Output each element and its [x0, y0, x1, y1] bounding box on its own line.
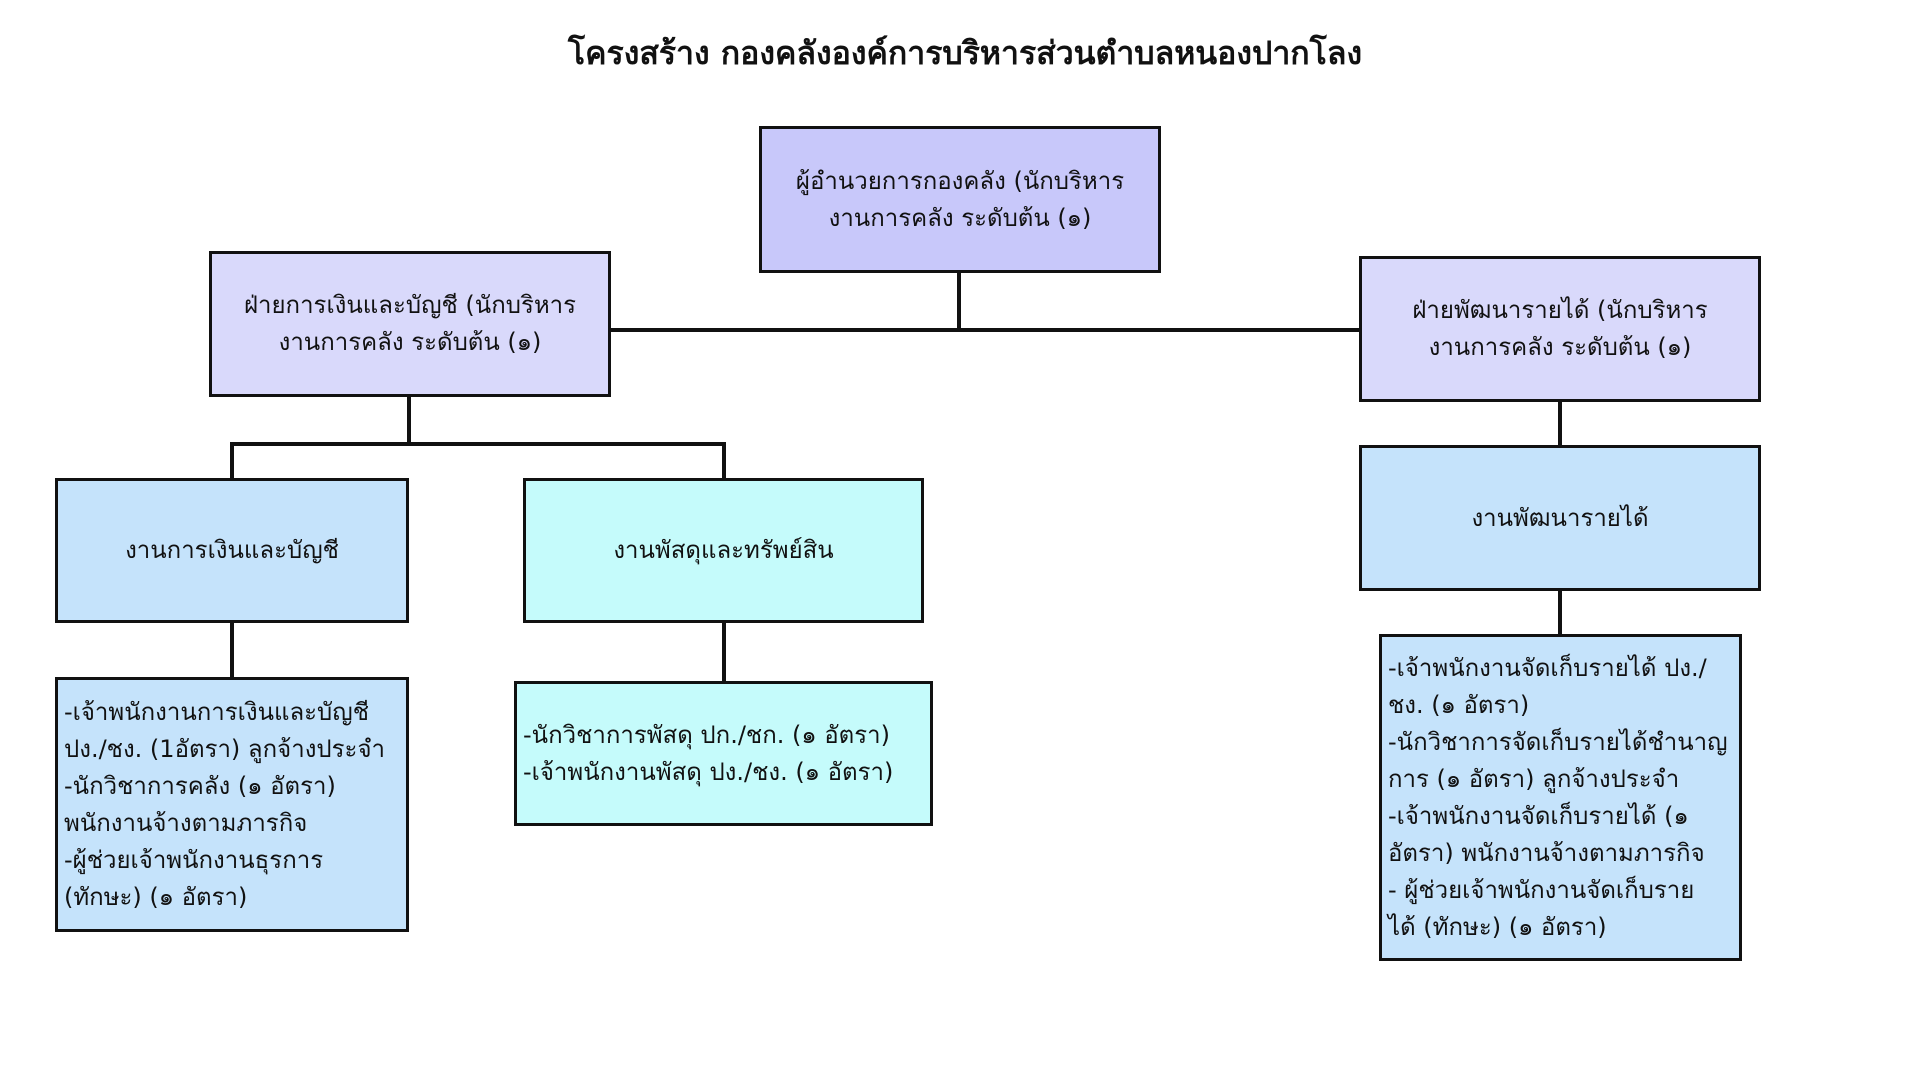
connector-line: [230, 622, 234, 678]
supply-unit-box: งานพัสดุและทรัพย์สิน: [523, 478, 924, 623]
staff-line: -เจ้าพนักงานพัสดุ ปง./ชง. (๑ อัตรา): [523, 757, 894, 786]
staff-line: -เจ้าพนักงานจัดเก็บรายได้ ปง./: [1388, 653, 1707, 682]
staff-line: ชง. (๑ อัตรา): [1388, 690, 1530, 719]
connector-line: [1558, 400, 1562, 446]
staff-line: -นักวิชาการจัดเก็บรายได้ชำนาญ: [1388, 727, 1728, 756]
connector-line: [230, 442, 234, 479]
box-line: งานการคลัง ระดับต้น (๑): [1428, 333, 1692, 361]
staff-line: พนักงานจ้างตามภารกิจ: [64, 808, 308, 837]
staff-line: - ผู้ช่วยเจ้าพนักงานจัดเก็บราย: [1388, 875, 1695, 904]
connector-line: [722, 442, 726, 479]
staff-line: -นักวิชาการคลัง (๑ อัตรา): [64, 771, 336, 800]
revenue-unit-box: งานพัฒนารายได้: [1359, 445, 1761, 591]
staff-line: ปง./ชง. (1อัตรา) ลูกจ้างประจำ: [64, 734, 385, 763]
staff-line: -นักวิชาการพัสดุ ปก./ชก. (๑ อัตรา): [523, 720, 890, 749]
connector-line: [610, 328, 1360, 332]
staff-line: ได้ (ทักษะ) (๑ อัตรา): [1388, 912, 1607, 941]
box-label: งานการเงินและบัญชี: [125, 536, 339, 564]
finance-division-box: ฝ่ายการเงินและบัญชี (นักบริหาร งานการคลั…: [209, 251, 611, 397]
staff-line: -เจ้าพนักงานการเงินและบัญชี: [64, 697, 370, 726]
connector-line: [407, 396, 411, 445]
box-line: งานการคลัง ระดับต้น (๑): [828, 203, 1092, 232]
box-label: งานพัฒนารายได้: [1471, 503, 1649, 532]
box-line: ฝ่ายการเงินและบัญชี (นักบริหาร: [243, 291, 577, 319]
connector-line: [957, 272, 961, 331]
staff-line: -ผู้ช่วยเจ้าพนักงานธุรการ: [64, 845, 324, 874]
connector-line: [1558, 590, 1562, 635]
director-box: ผู้อำนวยการกองคลัง (นักบริหาร งานการคลัง…: [759, 126, 1161, 273]
revenue-staff-box: -เจ้าพนักงานจัดเก็บรายได้ ปง./ ชง. (๑ อั…: [1379, 634, 1742, 961]
finance-staff-box: -เจ้าพนักงานการเงินและบัญชี ปง./ชง. (1อั…: [55, 677, 409, 932]
finance-unit-box: งานการเงินและบัญชี: [55, 478, 409, 623]
revenue-division-box: ฝ่ายพัฒนารายได้ (นักบริหาร งานการคลัง ระ…: [1359, 256, 1761, 402]
box-line: ผู้อำนวยการกองคลัง (นักบริหาร: [795, 166, 1125, 195]
box-line: ฝ่ายพัฒนารายได้ (นักบริหาร: [1412, 296, 1708, 324]
box-line: งานการคลัง ระดับต้น (๑): [278, 328, 542, 356]
chart-title: โครงสร้าง กองคลังองค์การบริหารส่วนตำบลหน…: [567, 34, 1363, 72]
box-label: งานพัสดุและทรัพย์สิน: [613, 536, 834, 564]
supply-staff-box: -นักวิชาการพัสดุ ปก./ชก. (๑ อัตรา) -เจ้า…: [514, 681, 933, 826]
staff-line: (ทักษะ) (๑ อัตรา): [64, 882, 248, 911]
connector-line: [722, 622, 726, 682]
connector-line: [230, 442, 726, 446]
staff-line: การ (๑ อัตรา) ลูกจ้างประจำ: [1388, 764, 1680, 793]
staff-line: อัตรา) พนักงานจ้างตามภารกิจ: [1388, 838, 1705, 867]
staff-line: -เจ้าพนักงานจัดเก็บรายได้ (๑: [1388, 801, 1689, 830]
